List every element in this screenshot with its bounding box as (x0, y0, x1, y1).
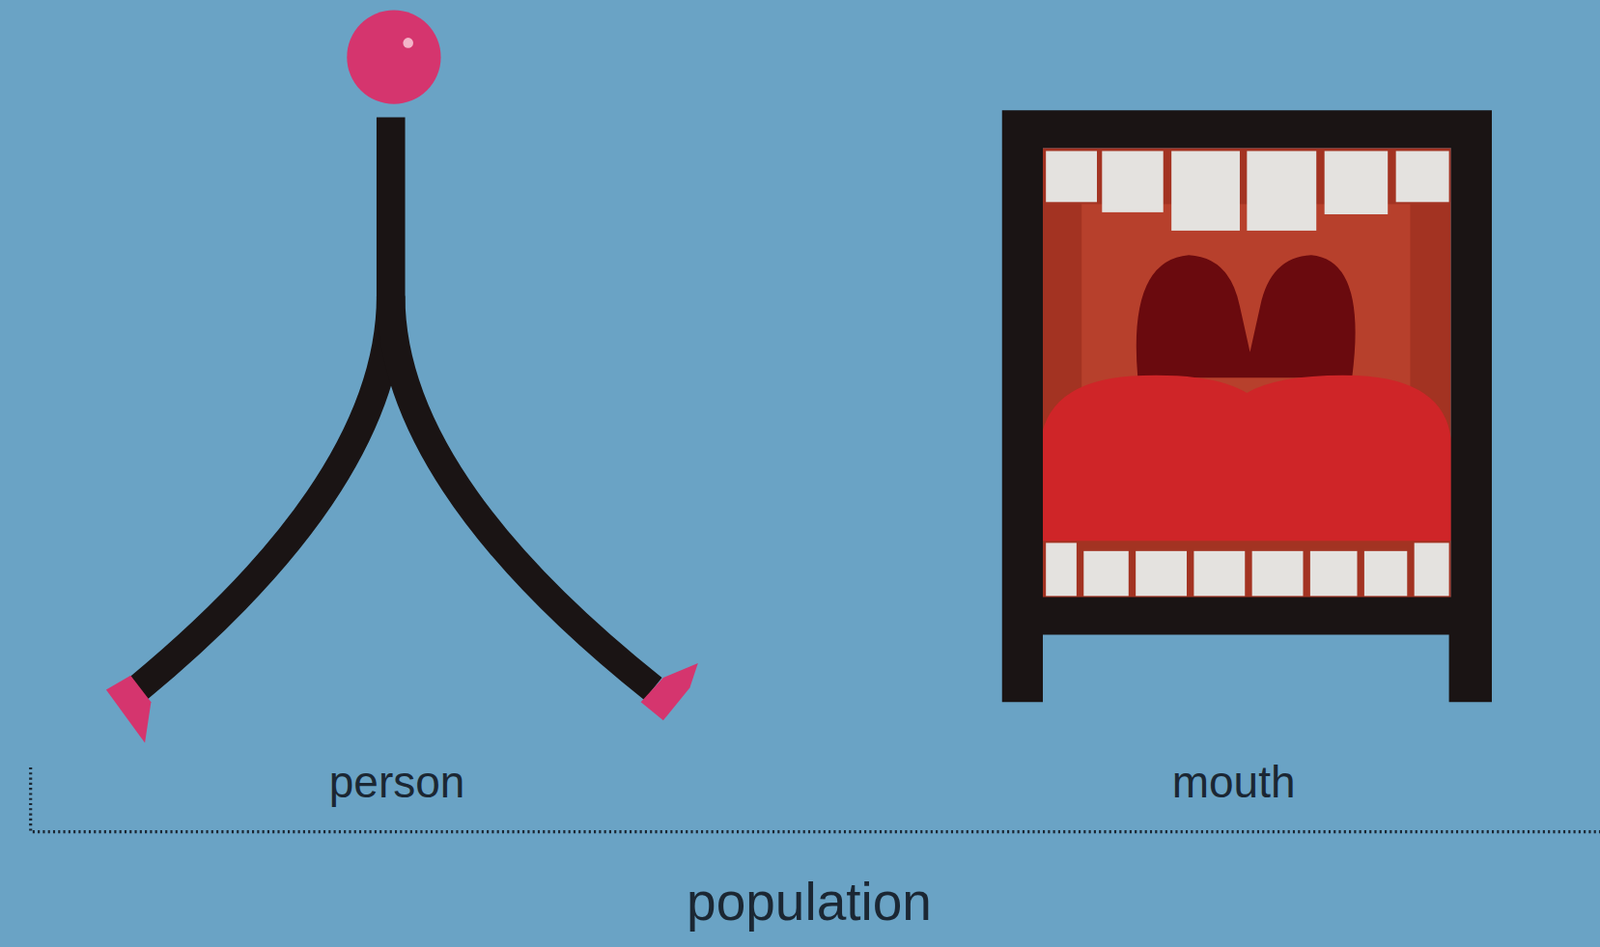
head-highlight (402, 37, 414, 49)
person-figure (106, 10, 699, 744)
left-foot (106, 675, 151, 744)
mouth-frame (1002, 110, 1492, 702)
left-stroke (138, 117, 392, 690)
tongue (1040, 375, 1452, 541)
lower-teeth (1045, 542, 1449, 596)
head (346, 10, 441, 105)
upper-teeth (1045, 150, 1449, 230)
part-label: person (329, 759, 466, 805)
group-bracket (30, 767, 1600, 833)
group-label: population (686, 875, 932, 929)
mouth-cavity (1040, 147, 1452, 599)
mouth-figure (1002, 110, 1492, 702)
right-foot (641, 663, 699, 721)
part-label: mouth (1172, 759, 1296, 805)
right-stroke (391, 296, 654, 690)
uvula (1136, 254, 1356, 378)
